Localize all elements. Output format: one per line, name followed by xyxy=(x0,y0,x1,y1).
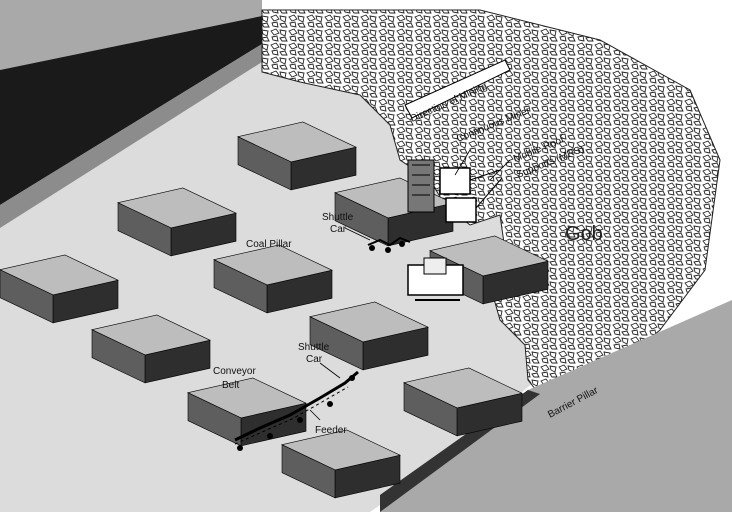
shuttle-car-upper xyxy=(407,257,464,301)
feeder-label: Feeder xyxy=(315,425,347,436)
conveyor-chain-1 xyxy=(367,236,411,253)
conveyor-belt xyxy=(234,370,359,451)
coal-pillar xyxy=(403,367,523,437)
conveyor-belt-label-1: Conveyor xyxy=(213,366,256,377)
left-barrier-pillar xyxy=(0,0,262,228)
conveyor-belt-label-2: Belt xyxy=(222,380,239,391)
direction-arrow xyxy=(404,59,511,119)
coal-pillar xyxy=(213,244,333,314)
coal-pillar xyxy=(281,429,401,499)
coal-pillar xyxy=(0,254,119,324)
shuttle-car-label-upper-2: Car xyxy=(330,224,347,235)
coal-pillar xyxy=(117,187,237,257)
mobile-roof-supports xyxy=(439,167,503,223)
shuttle-car-label-lower-2: Car xyxy=(306,354,323,365)
gob-area xyxy=(261,9,721,396)
coal-pillar-label: Coal Pillar xyxy=(246,239,292,250)
coal-pillar xyxy=(91,314,211,384)
shuttle-car-label-upper-1: Shuttle xyxy=(322,212,354,223)
coal-pillar xyxy=(309,301,429,371)
coal-pillar xyxy=(237,121,357,191)
shuttle-car-label-lower-1: Shuttle xyxy=(298,342,330,353)
gob-label: Gob xyxy=(565,223,603,245)
continuous-miner xyxy=(407,159,435,213)
